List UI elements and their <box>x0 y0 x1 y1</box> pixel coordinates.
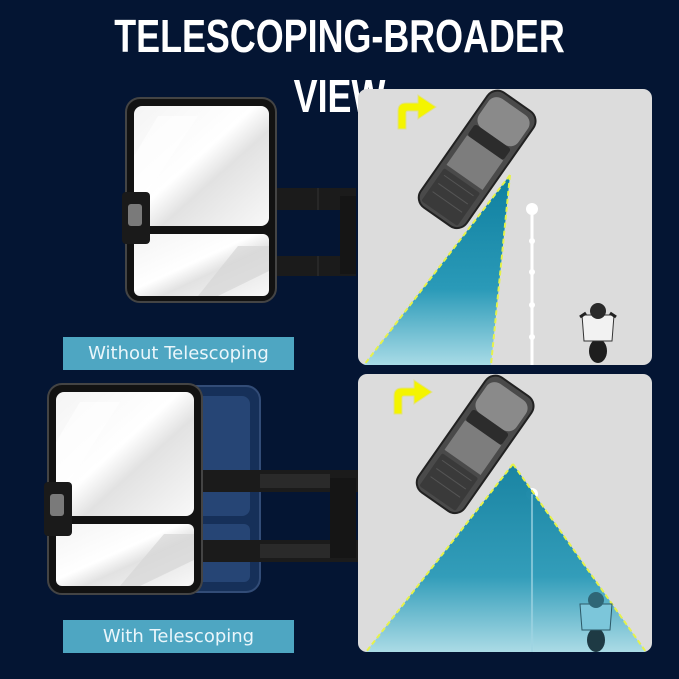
wide-view-cone-icon <box>365 463 647 652</box>
turn-right-arrow-icon <box>393 379 433 415</box>
blind-spot-cone-icon <box>363 174 511 365</box>
tow-mirror-extended-icon <box>40 382 360 612</box>
label-without-telescoping: Without Telescoping <box>63 337 294 370</box>
motorcyclist-icon <box>579 592 613 652</box>
motorcyclist-icon <box>579 303 617 363</box>
pickup-truck-icon <box>415 374 535 515</box>
scenario-panel-without-telescoping <box>358 89 652 365</box>
label-with-telescoping: With Telescoping <box>63 620 294 653</box>
turn-right-arrow-icon <box>397 94 437 130</box>
lane-divider-icon <box>526 203 538 365</box>
tow-mirror-retracted-icon <box>118 96 358 306</box>
page-title: TELESCOPING-BROADER VIEW <box>114 10 565 122</box>
pickup-truck-icon <box>417 89 537 230</box>
scenario-panel-with-telescoping <box>358 374 652 652</box>
